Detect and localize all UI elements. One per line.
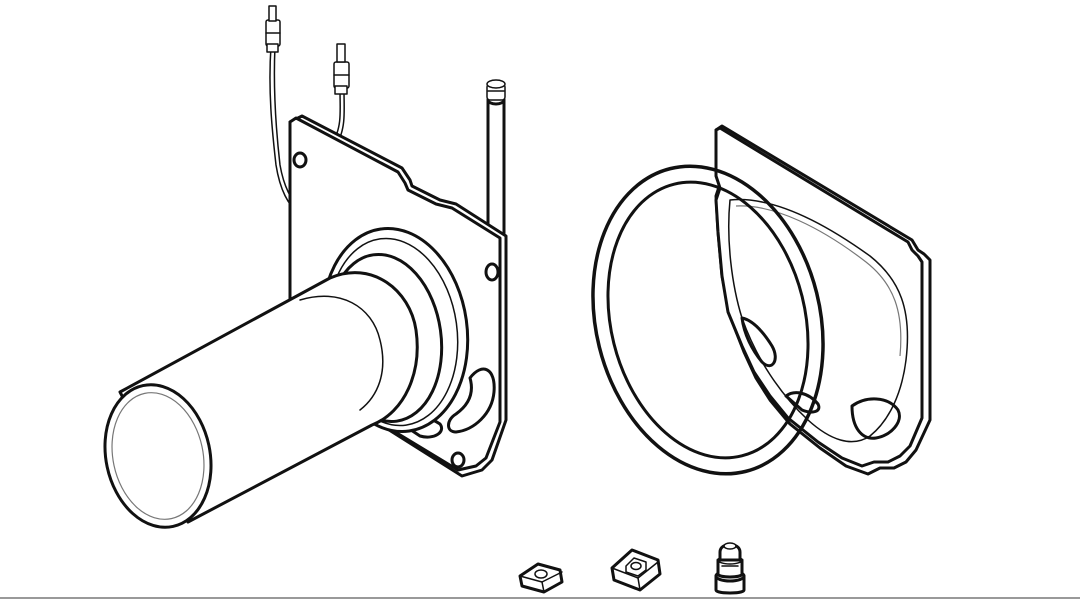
gas-tube (486, 79, 506, 242)
wire-connector-left (265, 5, 281, 53)
square-nut-small (518, 562, 564, 594)
mount-hole-right (484, 262, 500, 282)
mount-hole-bottom (450, 451, 466, 469)
wire-connector-right (333, 43, 350, 95)
plate-cutout-arc (447, 367, 496, 434)
tube-opening (103, 383, 213, 529)
gasket-cutout-bottom (850, 397, 901, 440)
o-ring-gasket (591, 164, 825, 476)
mount-hole-top-left (292, 151, 308, 169)
burner-tube (103, 226, 470, 529)
gasket-cutout-left (740, 316, 777, 368)
square-nut-large (610, 548, 662, 592)
orifice-fitting (714, 542, 746, 595)
mounting-gasket (714, 124, 932, 476)
